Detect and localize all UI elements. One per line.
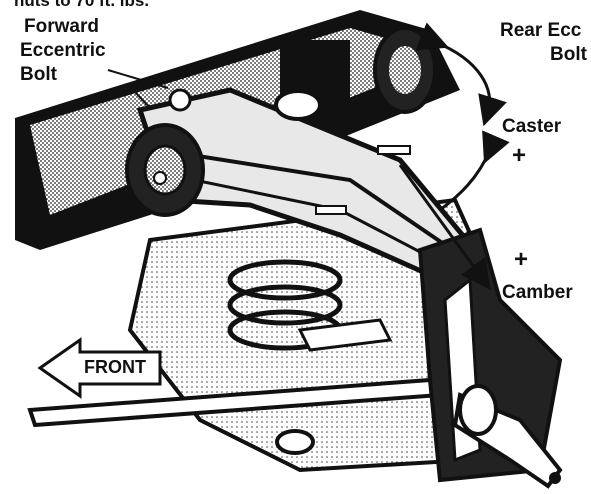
coil-spring xyxy=(227,259,343,351)
rear-bolt-bushing xyxy=(373,26,437,114)
camber-label: Camber xyxy=(502,282,573,303)
camber-arrow xyxy=(398,164,491,291)
caster-label: Caster xyxy=(502,116,562,137)
rear-label-line-1: Rear Ecc xyxy=(500,20,582,41)
spindle xyxy=(452,384,563,489)
caster-plus-sign: + xyxy=(512,142,527,169)
forward-bolt-bushing xyxy=(125,88,205,217)
rear-label-line-2: Bolt xyxy=(550,44,587,65)
front-arrow xyxy=(37,337,162,399)
shock-mount xyxy=(274,40,350,121)
forward-label-line-3: Bolt xyxy=(20,64,57,85)
top-fragment-text: nuts to 70 ft. lbs. xyxy=(14,0,150,10)
forward-label-line-1: Forward xyxy=(24,16,99,37)
shims xyxy=(315,145,411,215)
forward-label-line-2: Eccentric xyxy=(20,40,106,61)
leader-lines xyxy=(107,69,169,109)
caster-adjust-arrow xyxy=(415,22,510,212)
front-label: FRONT xyxy=(84,357,146,377)
camber-plus-sign: + xyxy=(514,246,529,273)
